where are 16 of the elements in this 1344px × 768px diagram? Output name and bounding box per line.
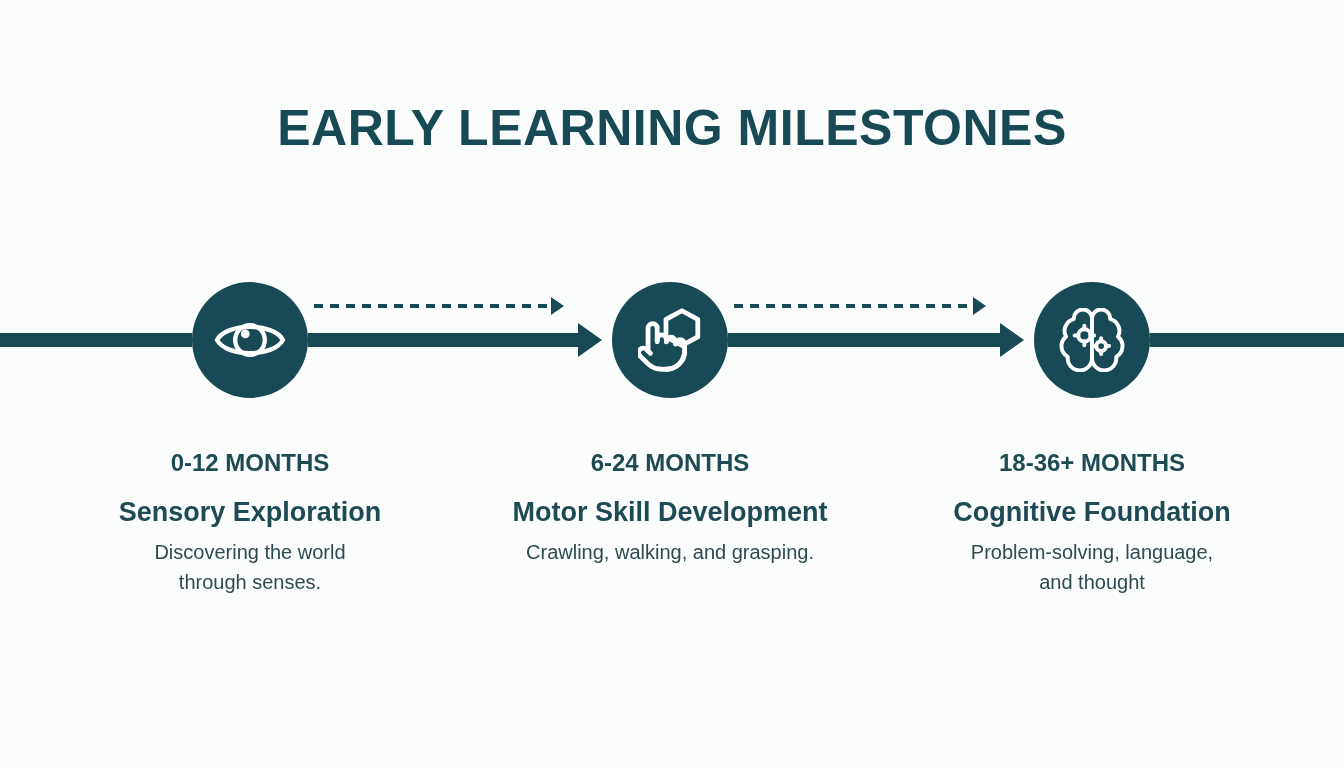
milestone-description: Problem-solving, language, and thought: [969, 540, 1215, 595]
age-range: 0-12 MONTHS: [170, 448, 330, 477]
age-range: 18-36+ MONTHS: [998, 448, 1186, 477]
timeline-line: [1150, 333, 1344, 347]
milestone-title: Motor Skill Development: [512, 496, 828, 528]
milestone-description: Discovering the world through senses.: [153, 540, 347, 595]
milestone-description: Crawling, walking, and grasping.: [526, 540, 814, 565]
diagram-title: EARLY LEARNING MILESTONES: [277, 99, 1067, 158]
arrow: [734, 297, 986, 315]
age-range: 6-24 MONTHS: [590, 448, 750, 477]
arrow: [314, 297, 564, 315]
milestone-title: Sensory Exploration: [118, 496, 382, 528]
arrow: [308, 323, 602, 357]
timeline-line: [0, 333, 192, 347]
arrow: [728, 323, 1024, 357]
milestone-title: Cognitive Foundation: [953, 496, 1231, 528]
